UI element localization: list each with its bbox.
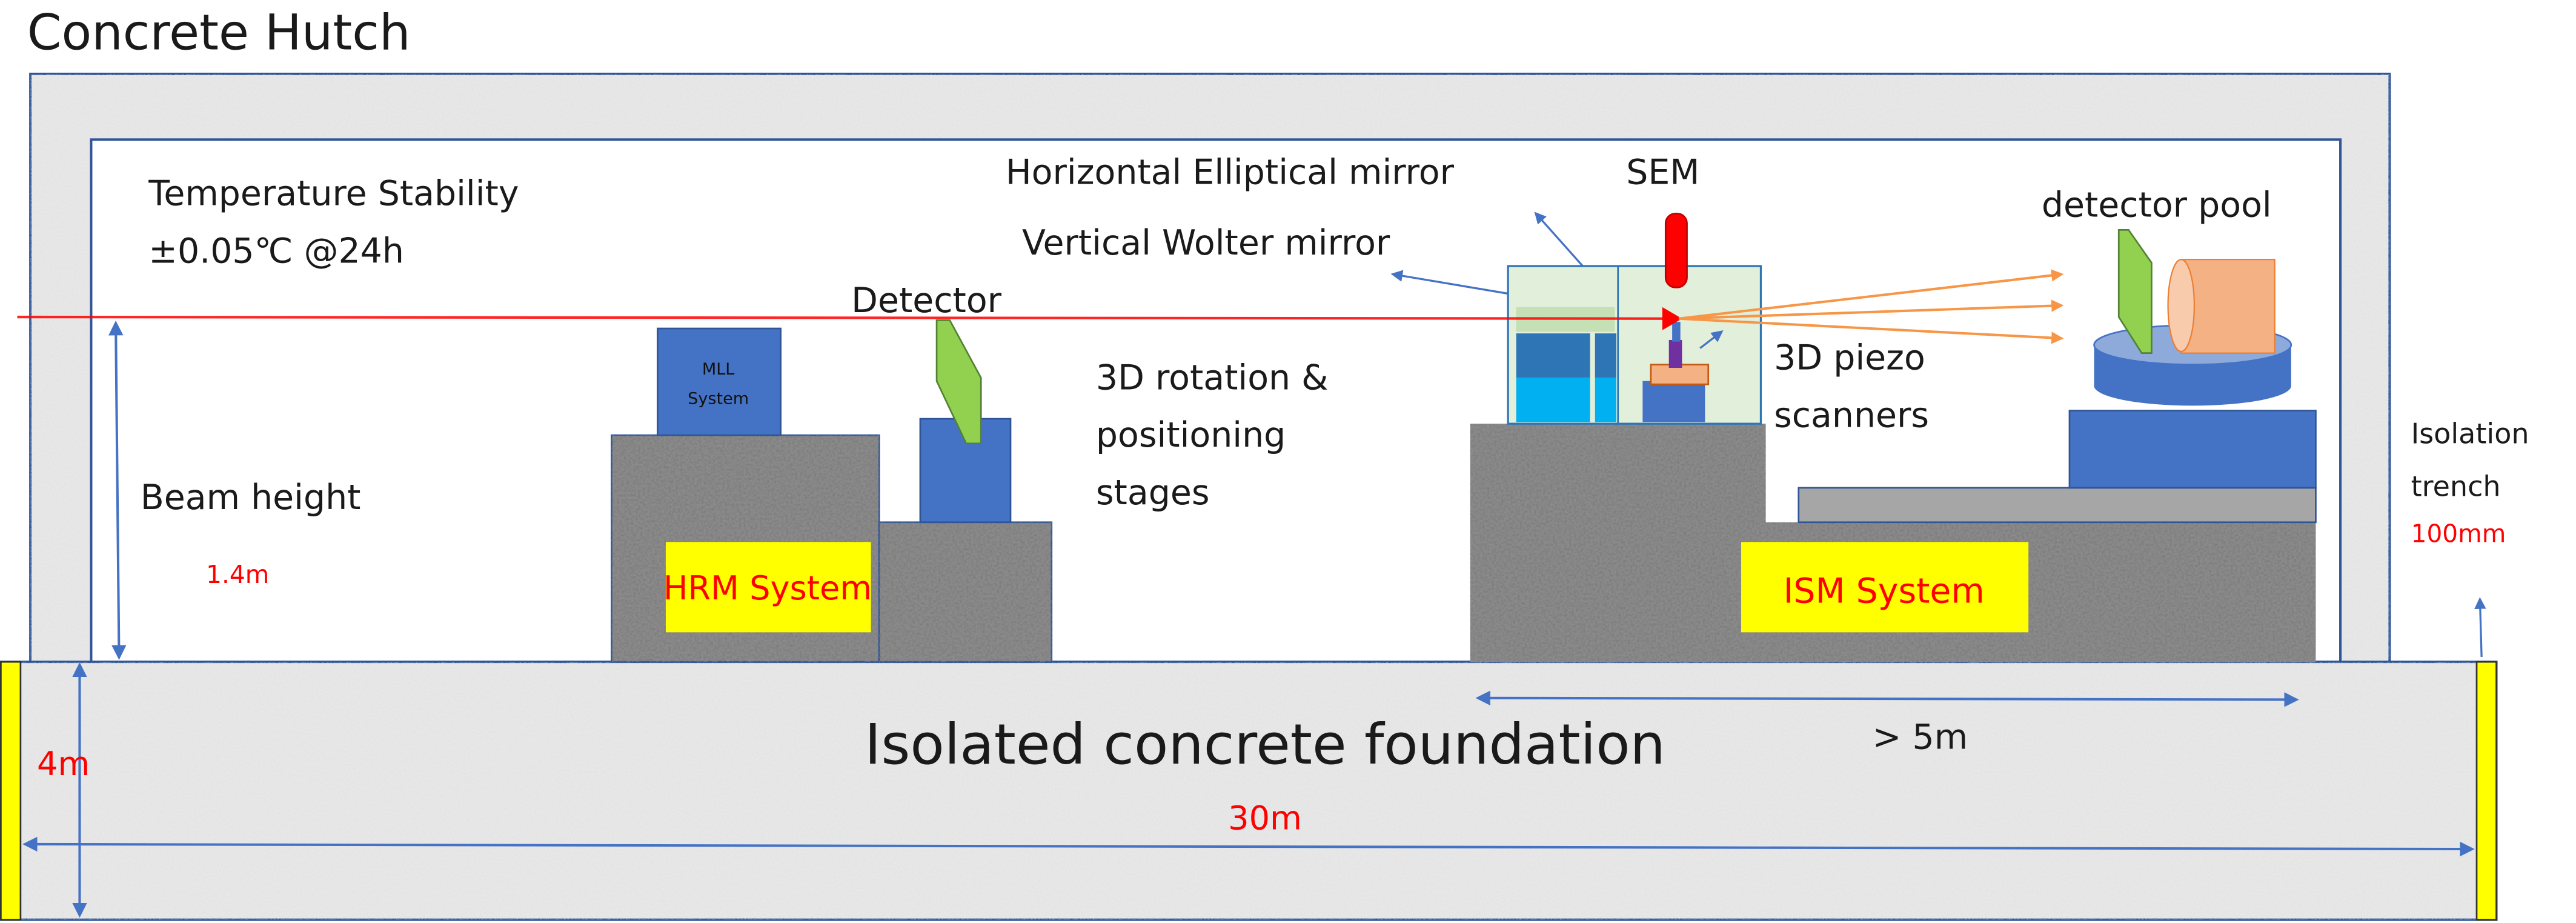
trench-value: 100mm xyxy=(2411,519,2506,548)
ism-label-box xyxy=(1741,542,2029,633)
foundation-length-label: 30m xyxy=(1228,799,1302,838)
pool-detector-icon xyxy=(2117,229,2153,354)
vertical-mirror-label: Vertical Wolter mirror xyxy=(1022,223,1390,263)
foundation-depth-label: 4m xyxy=(37,745,90,783)
ism-mirror-chamber xyxy=(1507,265,1762,425)
diagram-title: Concrete Hutch xyxy=(27,4,411,61)
horizontal-mirror-label: Horizontal Elliptical mirror xyxy=(1006,153,1455,193)
temperature-value: ±0.05℃ @24h xyxy=(148,232,404,272)
beam-height-value: 1.4m xyxy=(206,560,269,589)
isolated-concrete-foundation xyxy=(0,661,2498,921)
foundation-length-arrow xyxy=(22,836,2475,857)
detector-pool-stage xyxy=(2068,410,2317,489)
stages-line2: positioning xyxy=(1096,415,1286,455)
ism-system-label: ISM System xyxy=(1784,571,1985,611)
temperature-label: Temperature Stability xyxy=(148,174,519,214)
mll-label-line2: System xyxy=(688,390,749,408)
pool-orange-detector-icon xyxy=(2167,259,2276,354)
trench-line2: trench xyxy=(2411,470,2501,502)
scattered-beams xyxy=(1678,269,2064,344)
hrm-detector-label: Detector xyxy=(851,281,1002,321)
x-ray-beam xyxy=(17,315,1673,320)
piezo-line2: scanners xyxy=(1774,396,1929,436)
detector-pool-label: detector pool xyxy=(2042,185,2272,225)
piezo-line1: 3D piezo xyxy=(1774,338,1925,378)
mll-system-box xyxy=(657,327,782,436)
ism-span-label: > 5m xyxy=(1873,718,1968,758)
ism-rail xyxy=(1798,487,2317,524)
isolation-trench-left xyxy=(0,661,22,921)
wolter-mirror xyxy=(1516,333,1590,378)
hrm-detector-icon xyxy=(935,319,982,445)
foundation-label: Isolated concrete foundation xyxy=(865,711,1665,777)
mll-label-line1: MLL xyxy=(702,360,735,379)
beam-height-label: Beam height xyxy=(141,478,361,518)
hrm-label-box xyxy=(665,542,871,633)
ism-span-arrow xyxy=(1475,690,2299,707)
elliptical-mirror xyxy=(1595,333,1616,378)
stages-line3: stages xyxy=(1096,473,1210,513)
beam-height-arrow xyxy=(108,320,127,660)
trench-line1: Isolation xyxy=(2411,418,2529,450)
stages-line1: 3D rotation & xyxy=(1096,358,1329,398)
isolation-trench-right xyxy=(2475,661,2497,921)
piezo-pointer xyxy=(1699,330,1724,349)
trench-arrow xyxy=(2474,597,2486,658)
sem-column-icon xyxy=(1664,212,1688,288)
beam-focus-icon xyxy=(1662,307,1682,330)
sem-label: SEM xyxy=(1626,153,1699,193)
hrm-system-label: HRM System xyxy=(663,569,872,607)
